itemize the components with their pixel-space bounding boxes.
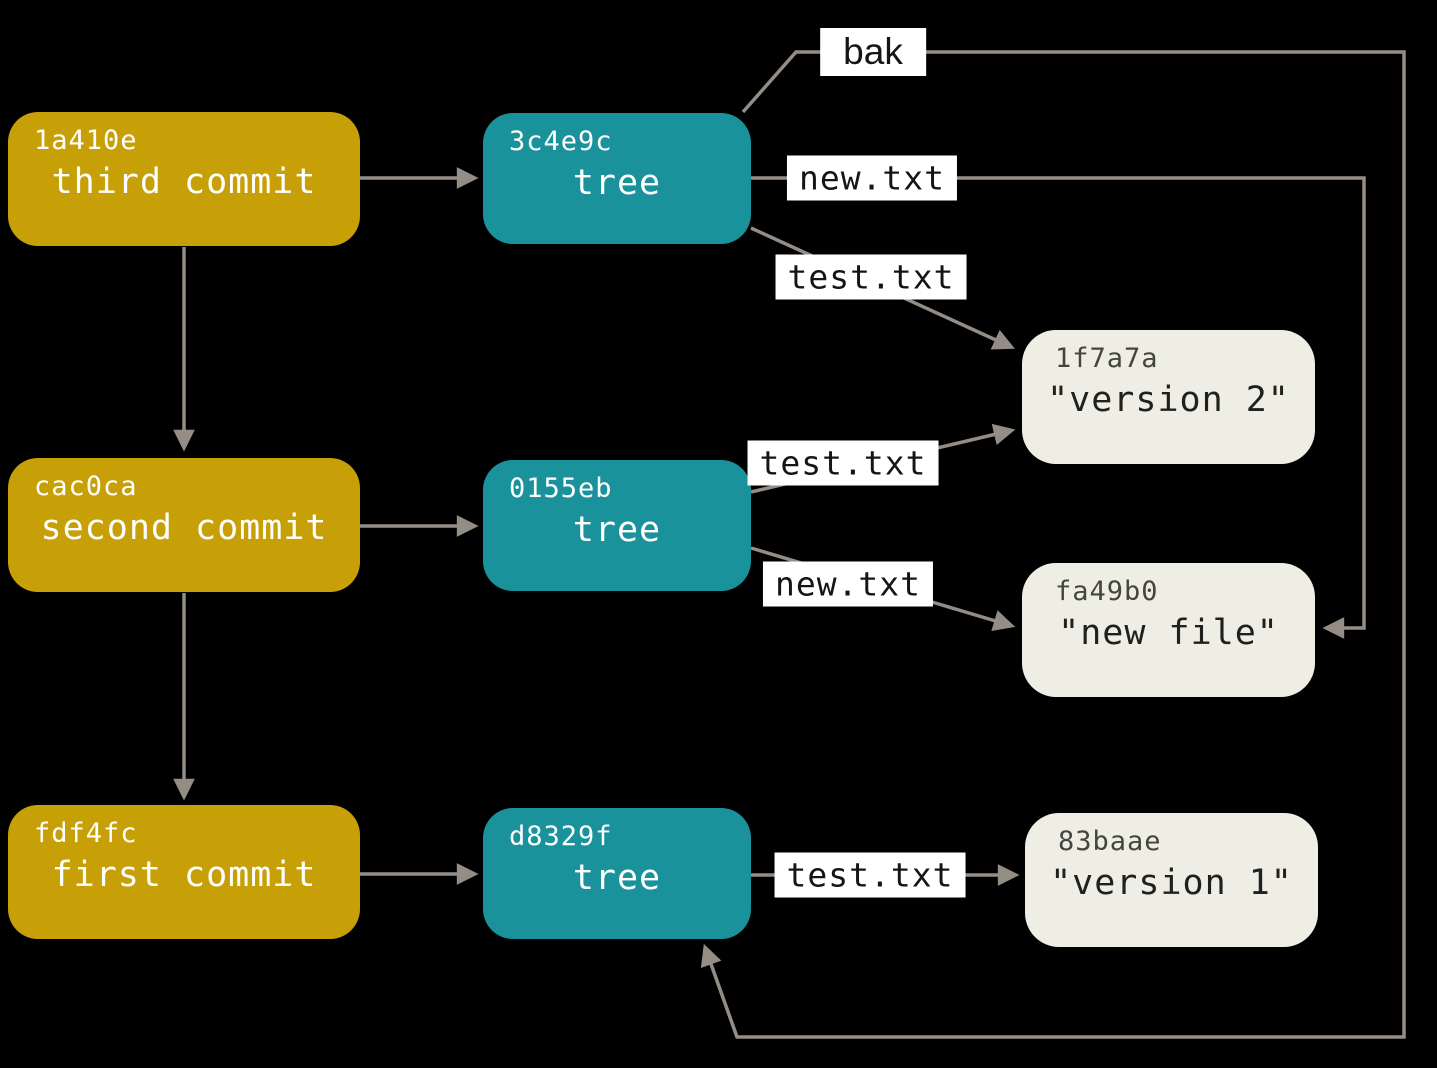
blob-label: "version 2" xyxy=(1047,380,1290,420)
commit-node-second: cac0ca second commit xyxy=(8,458,360,592)
commit-label: third commit xyxy=(51,162,317,202)
edge-label-bak: bak xyxy=(820,28,926,76)
tree-node-3c4e9c: 3c4e9c tree xyxy=(483,113,751,244)
blob-node-new-file: fa49b0 "new file" xyxy=(1022,563,1315,697)
blob-label: "version 1" xyxy=(1050,863,1293,903)
tree-node-0155eb: 0155eb tree xyxy=(483,460,751,591)
blob-label: "new file" xyxy=(1058,613,1279,653)
tree-label: tree xyxy=(572,858,662,898)
tree-hash: 0155eb xyxy=(509,473,613,504)
tree-node-d8329f: d8329f tree xyxy=(483,808,751,939)
blob-hash: fa49b0 xyxy=(1055,576,1159,607)
commit-node-first: fdf4fc first commit xyxy=(8,805,360,939)
blob-node-version-1: 83baae "version 1" xyxy=(1025,813,1318,947)
tree-hash: 3c4e9c xyxy=(509,126,613,157)
tree-label: tree xyxy=(572,163,662,203)
tree-hash: d8329f xyxy=(509,821,613,852)
commit-node-third: 1a410e third commit xyxy=(8,112,360,246)
edge-label-new-txt-top: new.txt xyxy=(786,155,958,201)
commit-hash: 1a410e xyxy=(34,125,138,156)
blob-node-version-2: 1f7a7a "version 2" xyxy=(1022,330,1315,464)
edge-label-test-txt-middle: test.txt xyxy=(747,440,939,486)
edge-newtxt-tree3-to-newfile xyxy=(751,176,1366,639)
edge-label-test-txt-top: test.txt xyxy=(775,254,967,300)
commit-label: first commit xyxy=(51,855,317,895)
edge-label-test-txt-bottom: test.txt xyxy=(774,852,966,898)
blob-hash: 83baae xyxy=(1058,826,1162,857)
commit-hash: fdf4fc xyxy=(34,818,138,849)
edge-bak-tree3-to-tree1 xyxy=(700,50,1406,1039)
blob-hash: 1f7a7a xyxy=(1055,343,1159,374)
tree-label: tree xyxy=(572,510,662,550)
edge-label-new-txt-middle: new.txt xyxy=(762,561,934,607)
commit-hash: cac0ca xyxy=(34,471,138,502)
commit-label: second commit xyxy=(40,508,328,548)
